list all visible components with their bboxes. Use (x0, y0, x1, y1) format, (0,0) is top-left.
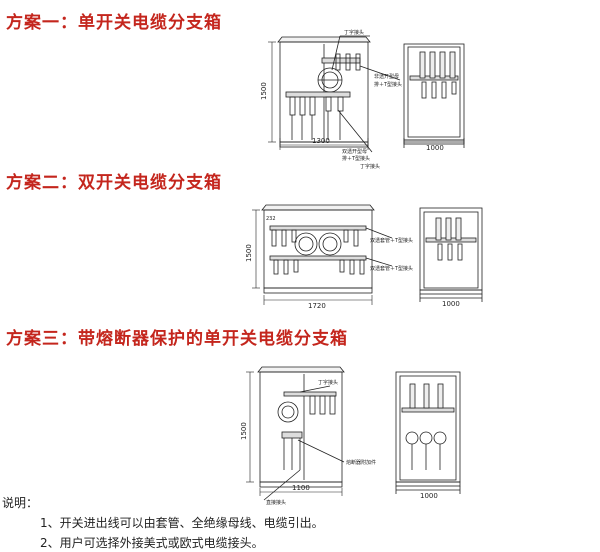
scheme2-dimensions (252, 209, 373, 305)
scheme2-side-view (419, 207, 483, 302)
scheme1-dimensions (268, 41, 369, 150)
scheme3-label-mid: 熔断器附加件 (346, 459, 376, 466)
scheme3-height-dim: 1500 (240, 422, 248, 440)
scheme2-height-dim: 1500 (245, 244, 253, 262)
scheme1-label-mid-2: 排＋T型接头 (374, 81, 402, 88)
scheme3-dimensions (246, 371, 343, 496)
scheme1-height-dim: 1500 (260, 82, 268, 100)
scheme1-side-width-dim: 1000 (426, 144, 444, 152)
scheme2-title: 方案二：双开关电缆分支箱 (6, 173, 222, 193)
scheme1-label-bot-1: 双透开型母 (342, 148, 367, 155)
scheme3-width-dim: 1100 (292, 484, 310, 492)
scheme1-width-dim: 1300 (312, 137, 330, 145)
scheme3-side-width-dim: 1000 (420, 492, 438, 500)
scheme2-front-view (261, 204, 393, 294)
scheme1-title: 方案一：单开关电缆分支箱 (6, 13, 222, 33)
scheme3-title: 方案三：带熔断器保护的单开关电缆分支箱 (6, 329, 348, 349)
note-item-2: 2、用户可选择外接美式或欧式电缆接头。 (40, 536, 264, 550)
scheme3-side-view (395, 371, 461, 494)
scheme1-label-bot-3: 丁字接头 (360, 163, 380, 170)
scheme2-dim-small: 232 (266, 216, 276, 222)
scheme2-label-1: 双透套管＋T型接头 (370, 237, 413, 244)
scheme2-width-dim: 1720 (308, 302, 326, 310)
scheme3-label-bot: 直接接头 (266, 499, 286, 506)
scheme1-side-view (403, 43, 465, 148)
scheme1-label-bot-2: 排＋T型接头 (342, 155, 370, 162)
scheme1-front-view (277, 35, 401, 153)
scheme3-front-view (257, 366, 345, 501)
scheme1-label-mid-1: 非透开型母 (374, 73, 399, 80)
notes-heading: 说明： (2, 496, 39, 510)
scheme3-label-top: 丁字接头 (318, 379, 338, 386)
note-item-1: 1、开关进出线可以由套管、全绝缘母线、电缆引出。 (40, 516, 324, 530)
scheme2-label-2: 双透套管＋T型接头 (370, 265, 413, 272)
scheme1-label-top: 丁字接头 (344, 29, 364, 36)
scheme2-side-width-dim: 1000 (442, 300, 460, 308)
